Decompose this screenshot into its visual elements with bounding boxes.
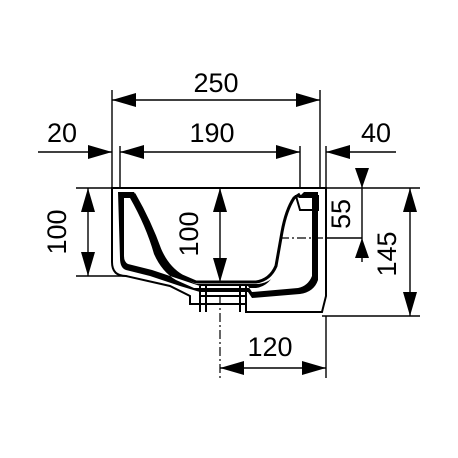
dim-label-145: 145	[372, 231, 402, 276]
dim-label-120: 120	[247, 332, 292, 362]
dim-label-20: 20	[47, 118, 77, 148]
basin-profile	[111, 187, 327, 313]
dim-label-100-left: 100	[42, 209, 72, 254]
dim-wall-row: 20 190 40	[38, 118, 396, 159]
dim-outer-height: 100	[42, 188, 95, 276]
dim-label-55: 55	[326, 199, 356, 229]
dim-inner-depth: 100	[174, 188, 227, 282]
dim-total-height: 145	[372, 188, 417, 316]
dim-overall-width: 250	[112, 68, 320, 107]
dim-rim-height: 55	[326, 168, 369, 262]
dim-label-190: 190	[189, 118, 234, 148]
dim-drain-offset: 120	[220, 332, 326, 375]
extension-lines	[76, 90, 420, 378]
dim-label-250: 250	[193, 68, 238, 98]
dim-label-100-inner: 100	[174, 211, 204, 256]
dim-label-40: 40	[361, 118, 391, 148]
